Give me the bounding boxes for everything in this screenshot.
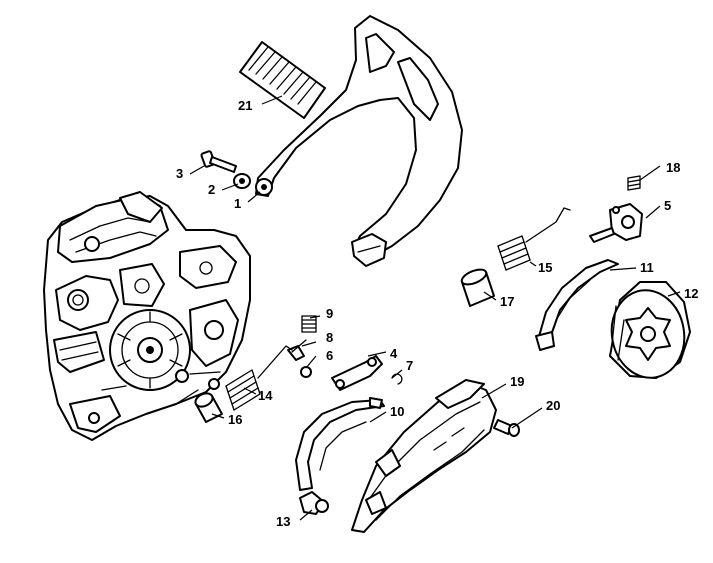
part-10-brake-band — [295, 397, 385, 491]
callout-14: 14 — [258, 388, 273, 403]
callout-3: 3 — [176, 166, 183, 181]
callout-17: 17 — [500, 294, 514, 309]
part-15-spring — [497, 207, 571, 271]
part-18-spring — [627, 175, 641, 191]
engine-crankcase — [43, 191, 251, 441]
part-9-spring — [301, 315, 317, 333]
part-17-sleeve — [460, 268, 495, 307]
part-3-bolt — [200, 150, 237, 173]
callout-labels: 21 1 2 3 4 5 6 7 8 9 10 11 12 13 14 15 1… — [176, 98, 698, 529]
part-14-torsion-spring — [225, 345, 293, 411]
callout-13: 13 — [276, 514, 290, 529]
part-11-brake-band — [535, 259, 619, 351]
callout-12: 12 — [684, 286, 698, 301]
part-20-screw — [493, 419, 520, 437]
callout-2: 2 — [208, 182, 215, 197]
callout-10: 10 — [390, 404, 404, 419]
callout-15: 15 — [538, 260, 552, 275]
callout-4: 4 — [390, 346, 398, 361]
callout-1: 1 — [234, 196, 241, 211]
part-12-clutch-drum — [609, 281, 691, 379]
leader-lines — [189, 95, 681, 521]
part-2-sleeve — [233, 173, 251, 189]
part-6-washer — [300, 366, 312, 378]
part-5-bell-crank — [589, 203, 643, 243]
callout-21: 21 — [238, 98, 252, 113]
callout-8: 8 — [326, 330, 333, 345]
part-1-hand-guard — [255, 15, 463, 267]
part-4-lever — [331, 355, 383, 391]
part-19-sprocket-cover — [351, 379, 497, 533]
callout-7: 7 — [406, 358, 413, 373]
part-8-pin — [287, 339, 307, 361]
part-7-circlip — [391, 373, 403, 385]
part-13-screw — [299, 491, 329, 515]
callout-5: 5 — [664, 198, 671, 213]
callout-16: 16 — [228, 412, 242, 427]
callout-9: 9 — [326, 306, 333, 321]
callout-11: 11 — [640, 260, 654, 275]
callout-6: 6 — [326, 348, 333, 363]
callout-18: 18 — [666, 160, 680, 175]
callout-20: 20 — [546, 398, 560, 413]
callout-19: 19 — [510, 374, 524, 389]
part-21-grip-pad — [239, 41, 326, 119]
